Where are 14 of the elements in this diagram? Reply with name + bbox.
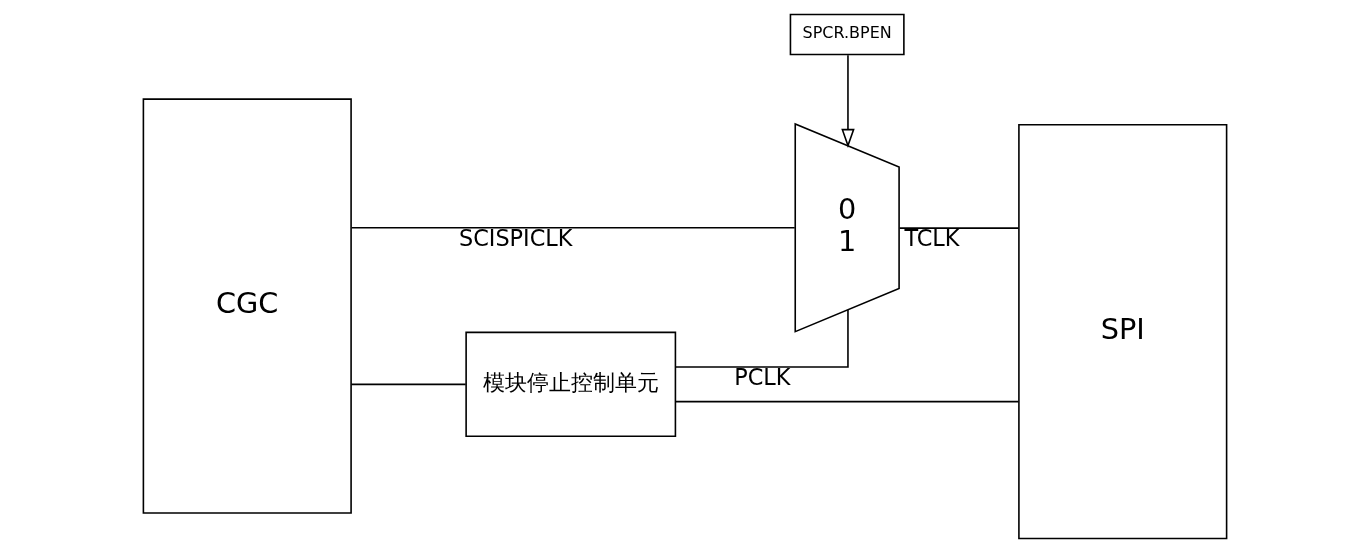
- arrow: [841, 54, 855, 149]
- connector: [350, 383, 467, 386]
- node-box: 模块停止控制单元: [465, 331, 677, 438]
- connector: [674, 309, 849, 368]
- edge-label: TCLK: [904, 225, 960, 252]
- node-box: CGC: [142, 98, 352, 514]
- connector: [675, 400, 1020, 403]
- node-box: SPCR.BPEN: [789, 13, 905, 56]
- connector: [898, 227, 1020, 229]
- edge-label: PCLK: [734, 363, 791, 390]
- node-box: SPI: [1018, 123, 1228, 540]
- connector: [350, 226, 796, 229]
- node-box: 0 1: [794, 122, 900, 333]
- edge-label: SCISPICLK: [458, 224, 573, 251]
